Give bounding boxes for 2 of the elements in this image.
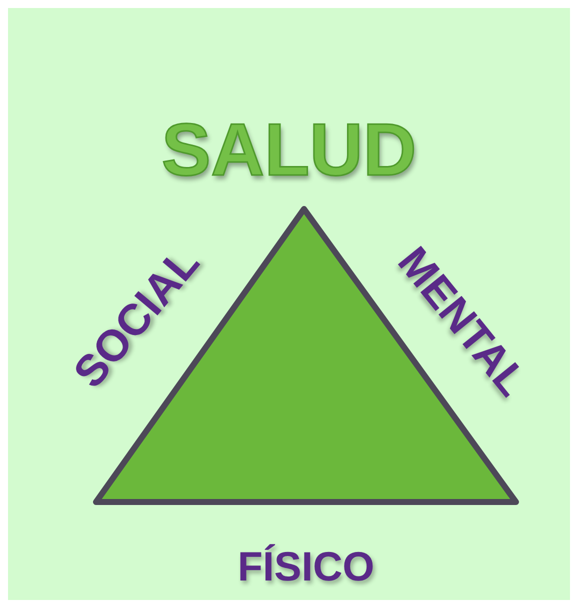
side-label: FÍSICO <box>238 546 374 588</box>
title: SALUD <box>162 113 416 187</box>
